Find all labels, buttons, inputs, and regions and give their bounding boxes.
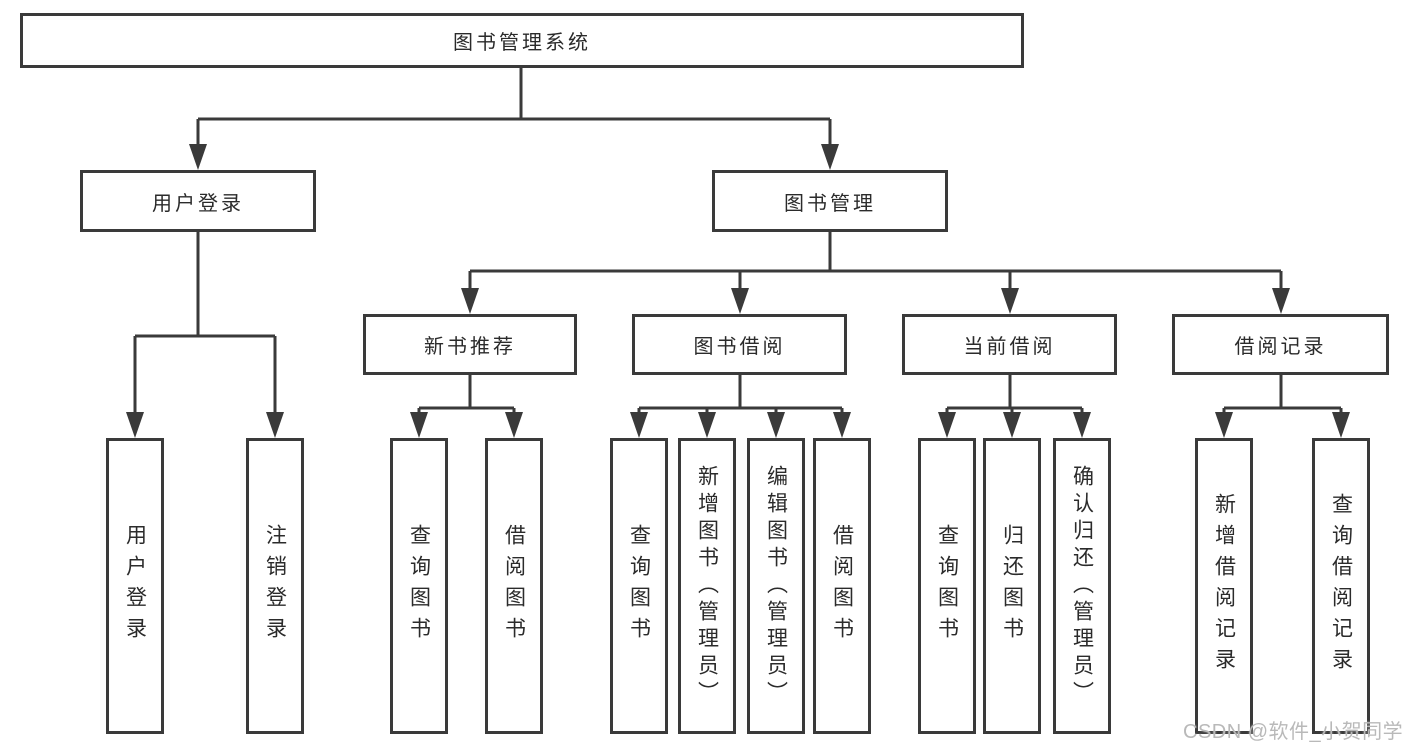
node-book-borrowing: 图书借阅 (632, 314, 847, 375)
leaf-query-books-recommend: 查询图书 (390, 438, 448, 734)
leaf-add-books-admin: 新增图书（管理员） (678, 438, 736, 734)
leaf-return-books: 归还图书 (983, 438, 1041, 734)
leaf-query-books-borrowing: 查询图书 (610, 438, 668, 734)
node-current-borrowing: 当前借阅 (902, 314, 1117, 375)
watermark: CSDN @软件_小贺同学 (1183, 721, 1404, 743)
leaf-confirm-return-admin: 确认归还（管理员） (1053, 438, 1111, 734)
node-borrowing-records: 借阅记录 (1172, 314, 1389, 375)
leaf-query-books-current: 查询图书 (918, 438, 976, 734)
leaf-edit-books-admin: 编辑图书（管理员） (747, 438, 805, 734)
leaf-query-borrow-record: 查询借阅记录 (1312, 438, 1370, 734)
leaf-logout: 注销登录 (246, 438, 304, 734)
leaf-add-borrow-record: 新增借阅记录 (1195, 438, 1253, 734)
node-user-login: 用户登录 (80, 170, 316, 232)
leaf-borrow-books-recommend: 借阅图书 (485, 438, 543, 734)
node-book-management: 图书管理 (712, 170, 948, 232)
leaf-borrow-books-borrowing: 借阅图书 (813, 438, 871, 734)
node-library-management-system: 图书管理系统 (20, 13, 1024, 68)
node-new-book-recommendation: 新书推荐 (363, 314, 577, 375)
leaf-user-login: 用户登录 (106, 438, 164, 734)
